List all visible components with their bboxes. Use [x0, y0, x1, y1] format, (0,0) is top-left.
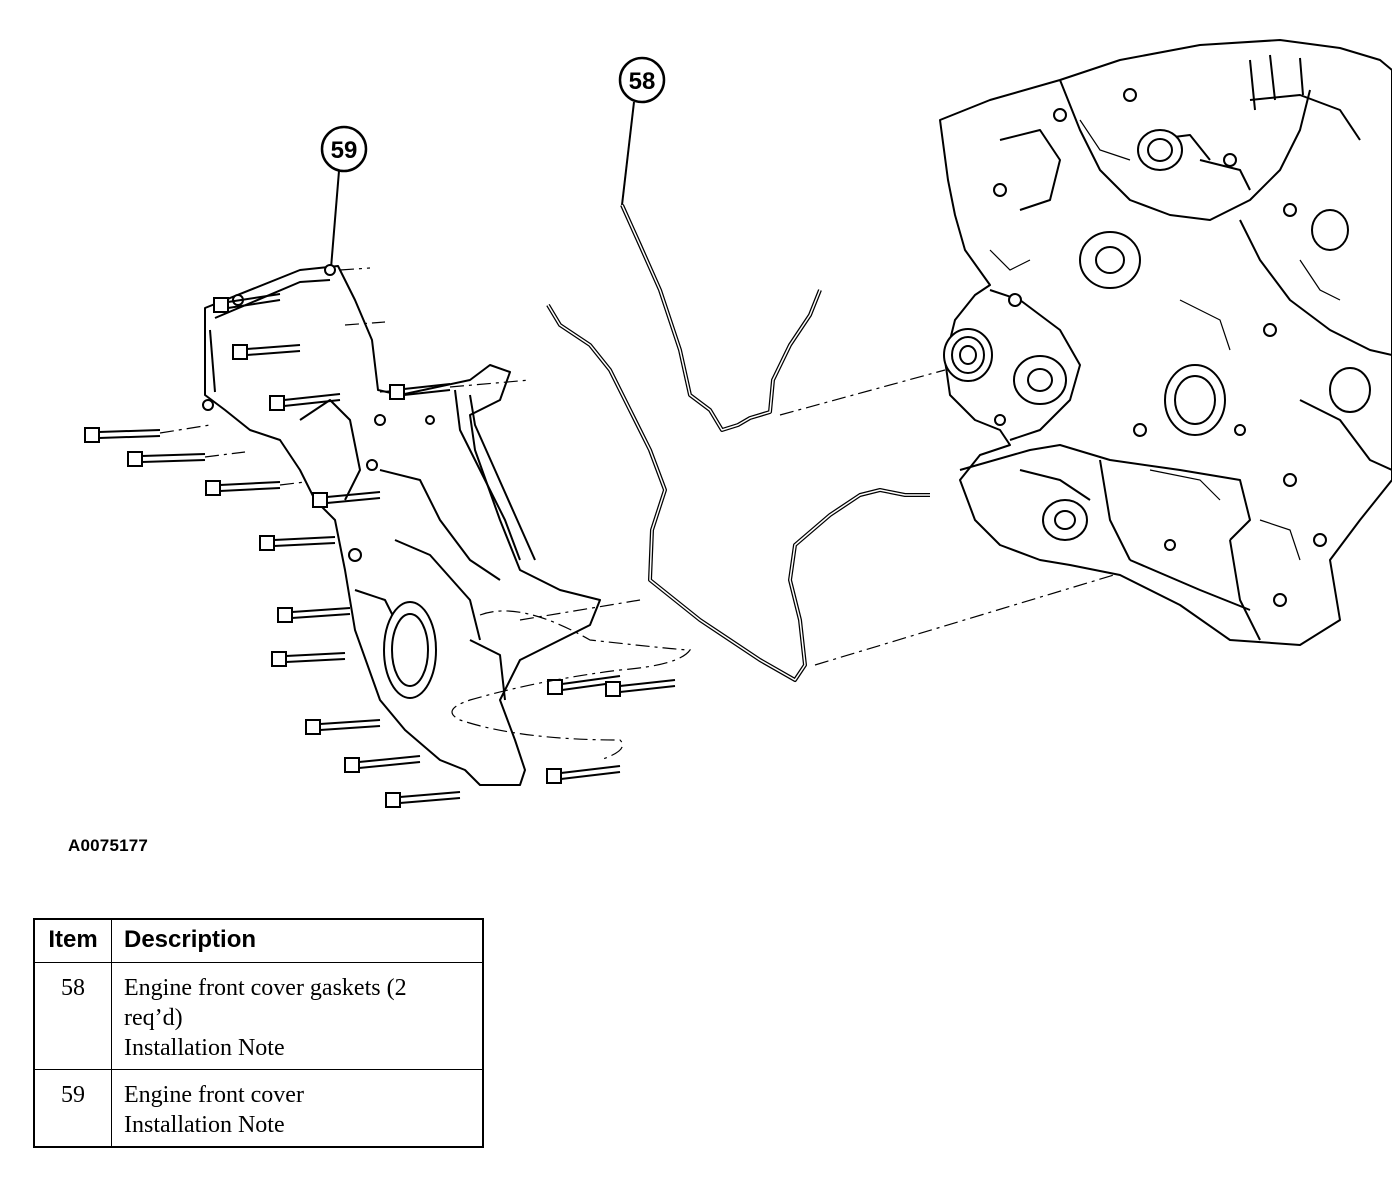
legend-header-item: Item [33, 918, 112, 963]
bolt-17 [312, 491, 381, 508]
bolt-6 [271, 651, 346, 667]
legend-item-description: Engine front cover Installation Note [111, 1069, 484, 1148]
front-cover-gaskets [546, 204, 930, 682]
bolt-2 [127, 451, 206, 467]
engine-front-cover [202, 264, 601, 786]
bolt-13 [213, 293, 281, 313]
legend-header-row: Item Description [33, 918, 484, 963]
legend-item-description: Engine front cover gaskets (2 req’d) Ins… [111, 962, 484, 1070]
legend-item-number: 59 [33, 1069, 112, 1148]
bolt-9 [385, 791, 461, 808]
exploded-view-diagram: 58 59 [84, 39, 1392, 808]
bolt-7 [305, 719, 381, 735]
table-row: 59 Engine front cover Installation Note [33, 1069, 484, 1148]
bolt-1 [84, 427, 161, 443]
bolt-3 [205, 480, 281, 496]
bolt-5 [277, 607, 351, 623]
front-cover-gaskets-inner [547, 204, 930, 681]
description-line: Engine front cover gaskets (2 [124, 975, 407, 1001]
bolt-16 [389, 383, 451, 400]
callout-58: 58 [618, 56, 666, 206]
engine-block [939, 39, 1392, 646]
callout-58-label: 58 [629, 68, 656, 95]
table-row: 58 Engine front cover gaskets (2 req’d) … [33, 962, 484, 1070]
legend-item-number: 58 [33, 962, 112, 1070]
legend-table: Item Description 58 Engine front cover g… [33, 918, 484, 1148]
description-line: Engine front cover [124, 1082, 304, 1108]
bolt-12 [546, 765, 621, 784]
description-line: req’d) [124, 1005, 183, 1031]
legend-header-description: Description [111, 918, 484, 963]
bolt-14 [232, 344, 301, 360]
description-line: Installation Note [124, 1035, 285, 1061]
engine-detail-lines [989, 119, 1341, 561]
bolt-8 [344, 755, 421, 773]
callout-59-label: 59 [331, 137, 358, 164]
bolt-15 [269, 393, 341, 411]
callout-59: 59 [320, 125, 368, 269]
figure-id: A0075177 [68, 836, 149, 855]
description-line: Installation Note [124, 1112, 285, 1138]
bolt-4 [259, 535, 336, 551]
bolt-11 [605, 679, 676, 697]
cover-bolts [84, 293, 676, 808]
